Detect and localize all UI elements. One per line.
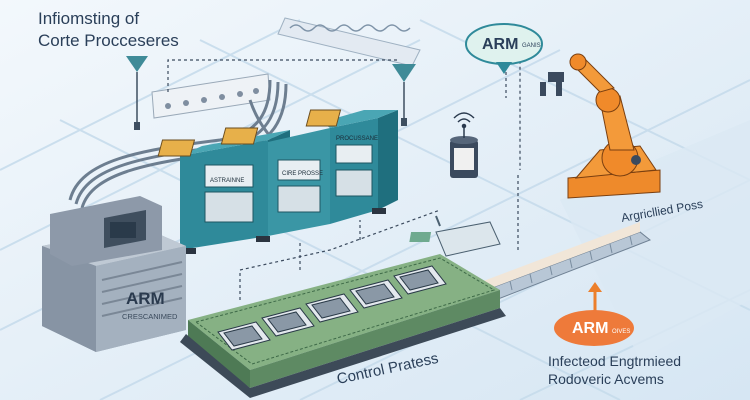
funnel-icon bbox=[126, 56, 148, 130]
server-sublabel: CRESCANIMED bbox=[122, 312, 178, 321]
arm-bubble-bottom bbox=[554, 282, 634, 346]
caption-line-1: Infecteod Engtrmieed bbox=[548, 353, 681, 369]
circuit-board-icon bbox=[409, 215, 501, 257]
cabinet-label-2: ASTRAINNE bbox=[210, 178, 244, 184]
arm-bubble-bottom-label: ARM bbox=[572, 320, 608, 337]
cabinet-label-1: PROCUSSANE bbox=[336, 136, 378, 142]
funnel-icon bbox=[392, 64, 416, 126]
sensor-canister-icon bbox=[450, 136, 478, 178]
robot-arm-icon bbox=[540, 53, 661, 199]
arm-bubble-bottom-sub: OIVES bbox=[612, 329, 630, 335]
cabinet-bank bbox=[157, 109, 398, 254]
chip-row bbox=[217, 265, 447, 351]
caption-line-2: Rodoveric Acvems bbox=[548, 371, 664, 387]
connector-rack bbox=[151, 73, 271, 119]
arm-server bbox=[42, 196, 186, 352]
title-line-2: Corte Procceseres bbox=[38, 31, 179, 50]
server-label: ARM bbox=[126, 289, 165, 308]
wifi-icon bbox=[453, 112, 475, 138]
arm-bubble-top-label: ARM bbox=[482, 36, 518, 53]
conveyor-belt bbox=[469, 222, 651, 307]
arm-bubble-top bbox=[465, 23, 543, 74]
cabinet-label-3: CIRE PROSSE bbox=[282, 171, 323, 177]
arm-bubble-top-sub: GANIS bbox=[522, 43, 541, 49]
title-line-1: Infiomsting of bbox=[38, 9, 139, 28]
